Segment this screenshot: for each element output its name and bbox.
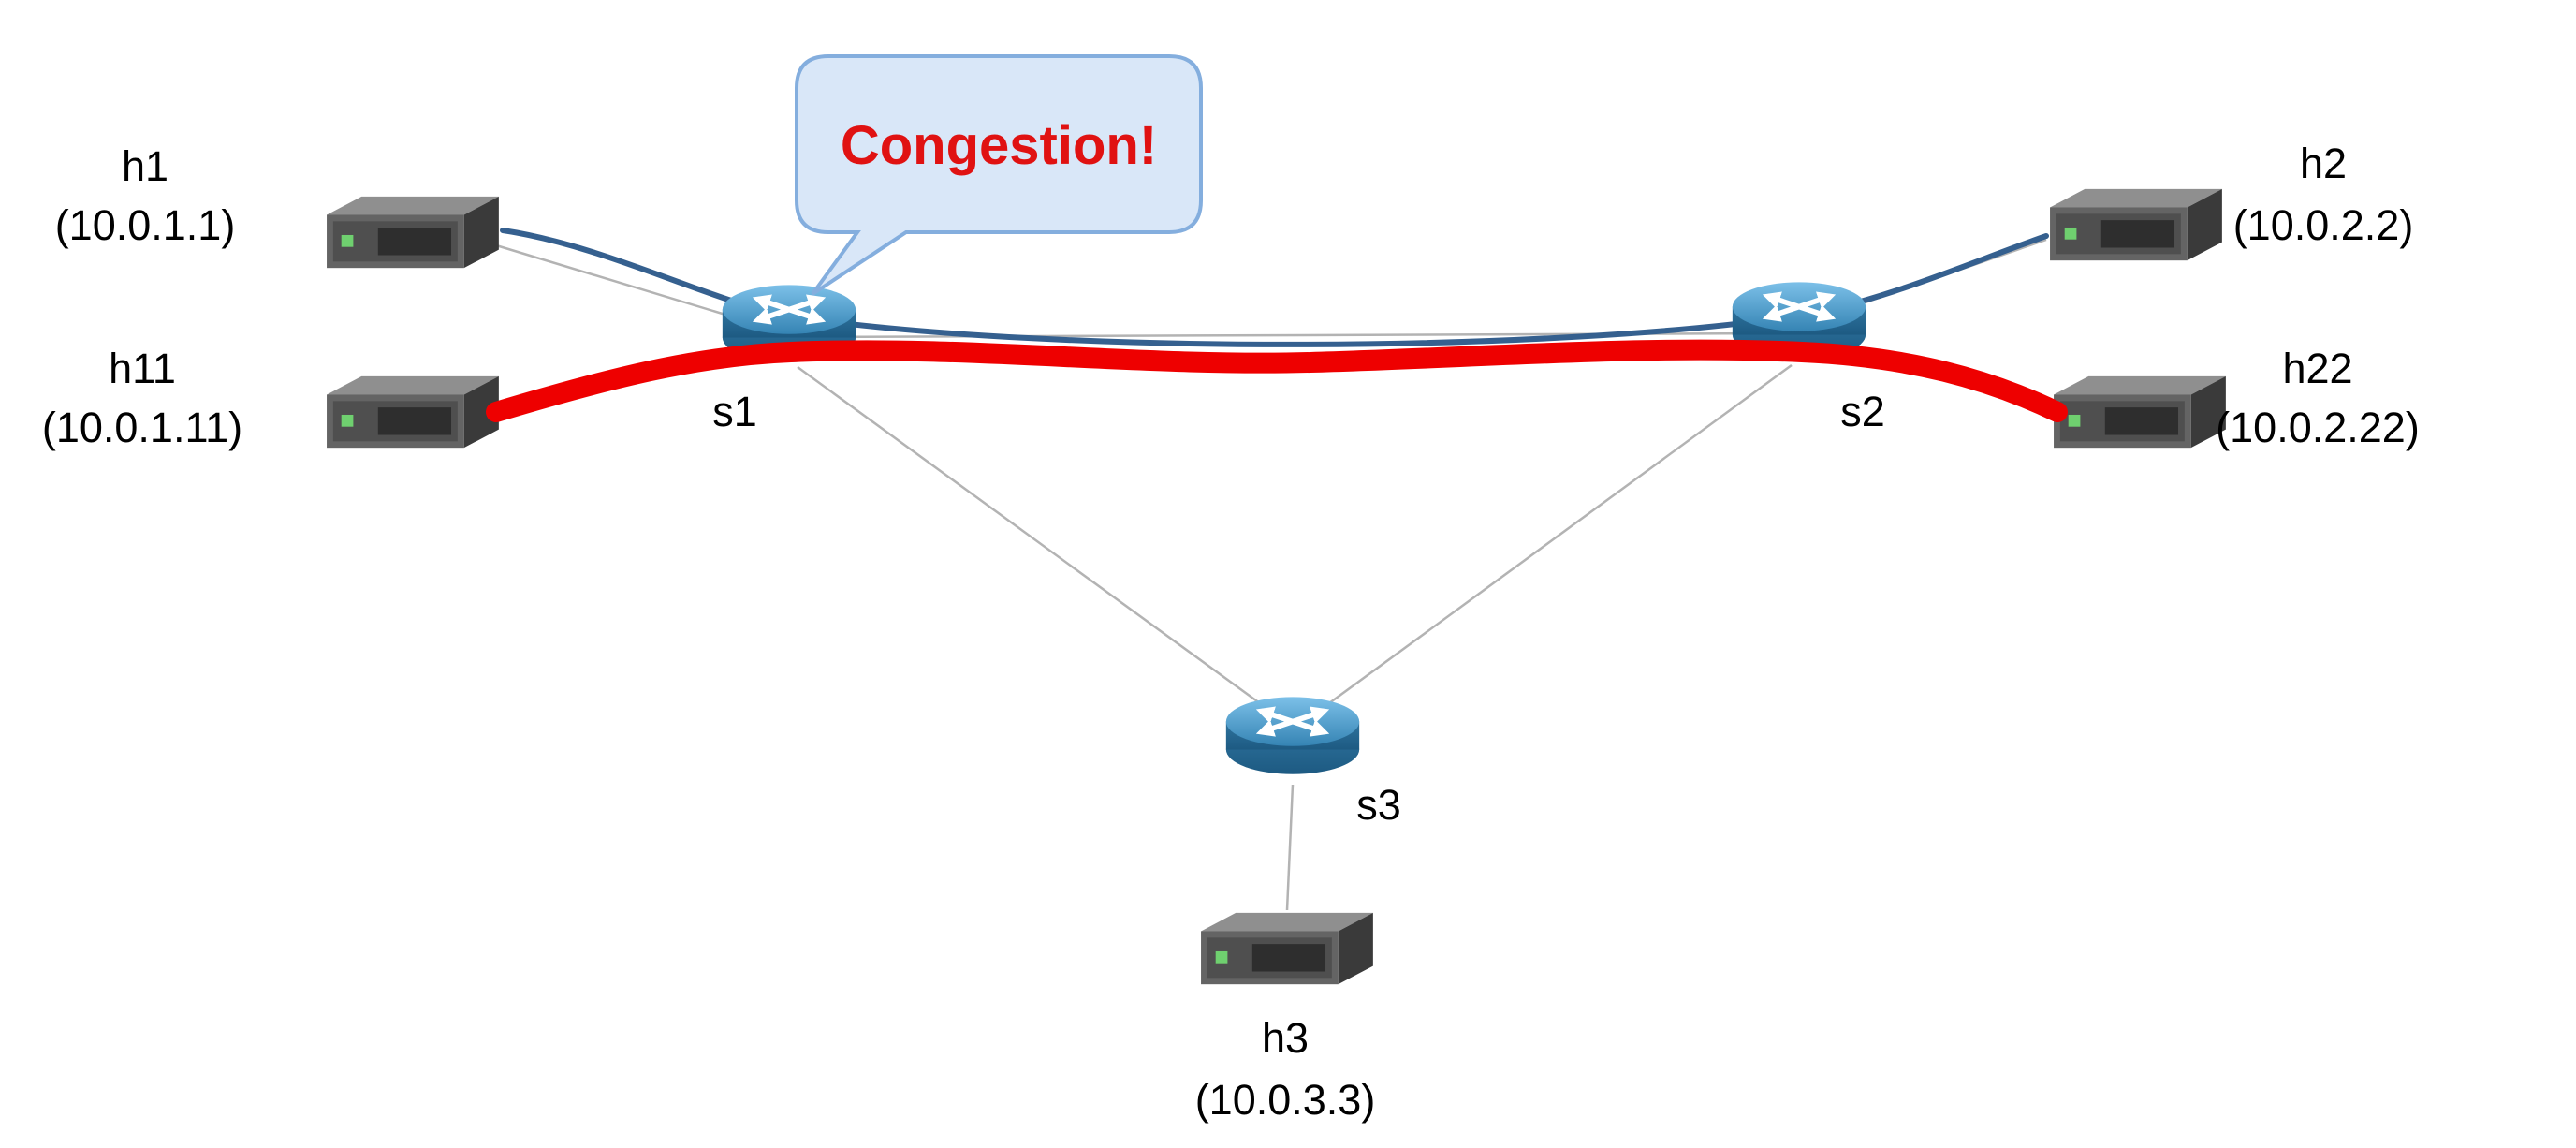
speech-bubble: [795, 54, 1203, 296]
label-h22-name: h22: [2282, 345, 2352, 392]
label-h2-name: h2: [2300, 140, 2347, 187]
label-s1: s1: [712, 388, 757, 435]
label-s2: s2: [1840, 388, 1885, 435]
server-icon: [327, 375, 499, 449]
label-h2-ip: (10.0.2.2): [2233, 201, 2414, 249]
label-h11-name: h11: [109, 345, 176, 392]
label-h22-ip: (10.0.2.22): [2216, 404, 2420, 451]
congestion-callout: Congestion!: [795, 54, 1203, 296]
server-icon: [2054, 375, 2226, 449]
server-icon: [327, 196, 499, 269]
normal-flow-path: [500, 228, 2049, 347]
host-h11: [327, 375, 499, 449]
host-h22: [2054, 375, 2226, 449]
router-icon: [1226, 697, 1359, 773]
label-h11-ip: (10.0.1.11): [42, 404, 242, 451]
label-s3: s3: [1356, 781, 1401, 829]
label-h3-name: h3: [1262, 1014, 1309, 1062]
congested-flow-path: [486, 339, 2068, 422]
link-s3-h3: [1285, 784, 1295, 911]
host-h1: [327, 196, 499, 269]
link-s1-s3: [797, 365, 1285, 723]
switch-s3: [1226, 697, 1359, 773]
label-h1-name: h1: [122, 142, 168, 190]
link-s2-s3: [1304, 363, 1793, 723]
label-h3-ip: (10.0.3.3): [1195, 1076, 1376, 1124]
host-h3: [1201, 912, 1373, 985]
label-h1-ip: (10.0.1.1): [55, 201, 236, 249]
host-h2: [2050, 188, 2222, 261]
server-icon: [1201, 912, 1373, 985]
congestion-callout-text: Congestion!: [841, 115, 1157, 176]
server-icon: [2050, 188, 2222, 261]
node-labels: h1 (10.0.1.1) h11 (10.0.1.11) h2 (10.0.2…: [42, 140, 2420, 1124]
